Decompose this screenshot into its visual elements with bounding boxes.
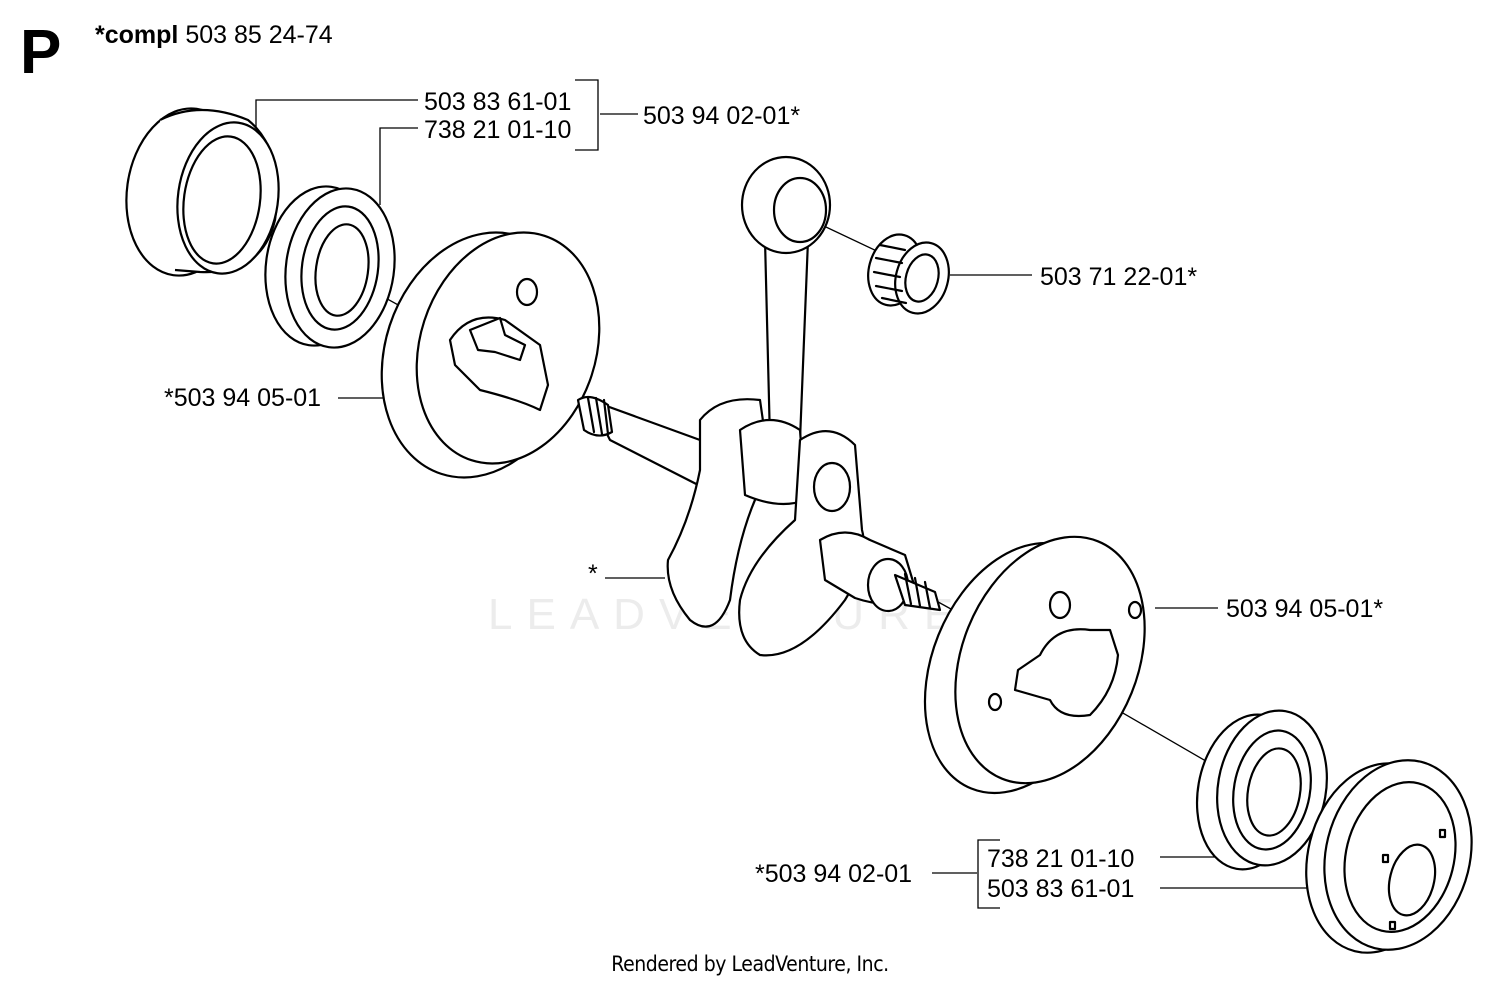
bearing-race-top: [125, 107, 280, 277]
part-label-crankshaft[interactable]: *: [588, 560, 598, 588]
flywheel-half-right: [923, 535, 1146, 795]
section-letter: P: [20, 18, 62, 87]
crankshaft: [576, 155, 942, 657]
compl-prefix: *compl: [95, 21, 179, 49]
needle-bearing: [867, 233, 950, 315]
part-label-left-flywheel-half[interactable]: *503 94 05-01: [164, 384, 322, 412]
part-label-bottom-bracket-group[interactable]: *503 94 02-01: [755, 860, 913, 888]
part-label-top-bracket-group[interactable]: 503 94 02-01*: [643, 102, 801, 130]
part-label-needle-bearing[interactable]: 503 71 22-01*: [1040, 263, 1198, 291]
part-label-top-bearing-race[interactable]: 503 83 61-01: [424, 88, 572, 116]
bearing-race-bottom: [1305, 759, 1473, 954]
footer-credit: Rendered by LeadVenture, Inc.: [611, 952, 889, 976]
part-label-top-bearing[interactable]: 738 21 01-10: [424, 116, 572, 144]
part-label-right-flywheel-half[interactable]: 503 94 05-01*: [1226, 595, 1384, 623]
ball-bearing-bottom: [1195, 709, 1328, 871]
ball-bearing-top: [264, 185, 396, 349]
part-label-bottom-bearing[interactable]: 738 21 01-10: [987, 845, 1135, 873]
compl-number: 503 85 24-74: [185, 21, 333, 49]
compl-heading: *compl 503 85 24-74: [95, 20, 333, 50]
part-label-bottom-bearing-race[interactable]: 503 83 61-01: [987, 875, 1135, 903]
flywheel-half-left: [380, 231, 601, 479]
